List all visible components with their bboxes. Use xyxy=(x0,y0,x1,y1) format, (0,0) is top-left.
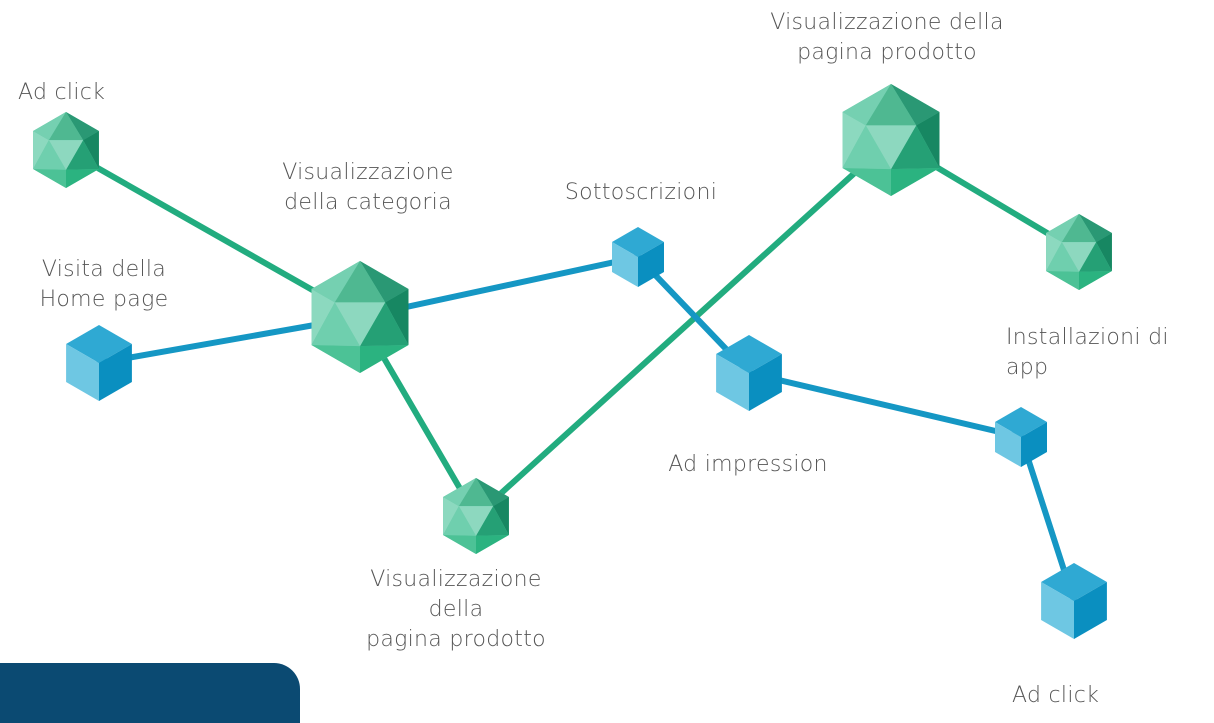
edge-ad-click-top-to-cat-view xyxy=(63,147,363,320)
node-green-end-green-icosahedron xyxy=(1046,214,1112,290)
edge-ad-impression-to-installazioni xyxy=(746,370,1024,440)
edge-prod-view-bottom-to-prod-view-top xyxy=(473,137,894,519)
node-cat-view-green-icosahedron xyxy=(311,261,409,373)
label-sottoscrizioni: Sottoscrizioni xyxy=(564,180,718,205)
node-ad-click-bottom-blue-cube xyxy=(1041,563,1107,639)
edges-layer xyxy=(63,137,1082,604)
node-prod-view-bottom-green-icosahedron xyxy=(443,478,509,554)
node-ad-impression-blue-cube xyxy=(716,335,782,411)
label-ad-click-top: Ad click xyxy=(18,80,106,105)
node-visita-home-blue-cube xyxy=(66,325,132,401)
label-ad-click-bottom: Ad click xyxy=(1012,683,1100,708)
nodes-layer xyxy=(33,84,1112,639)
node-ad-click-top-green-icosahedron xyxy=(33,112,99,188)
corner-panel xyxy=(0,663,300,723)
node-sottoscrizioni-blue-cube xyxy=(612,227,664,287)
node-prod-view-top-green-icosahedron xyxy=(842,84,940,196)
label-ad-impression: Ad impression xyxy=(668,452,828,477)
node-installazioni-blue-cube xyxy=(995,407,1047,467)
